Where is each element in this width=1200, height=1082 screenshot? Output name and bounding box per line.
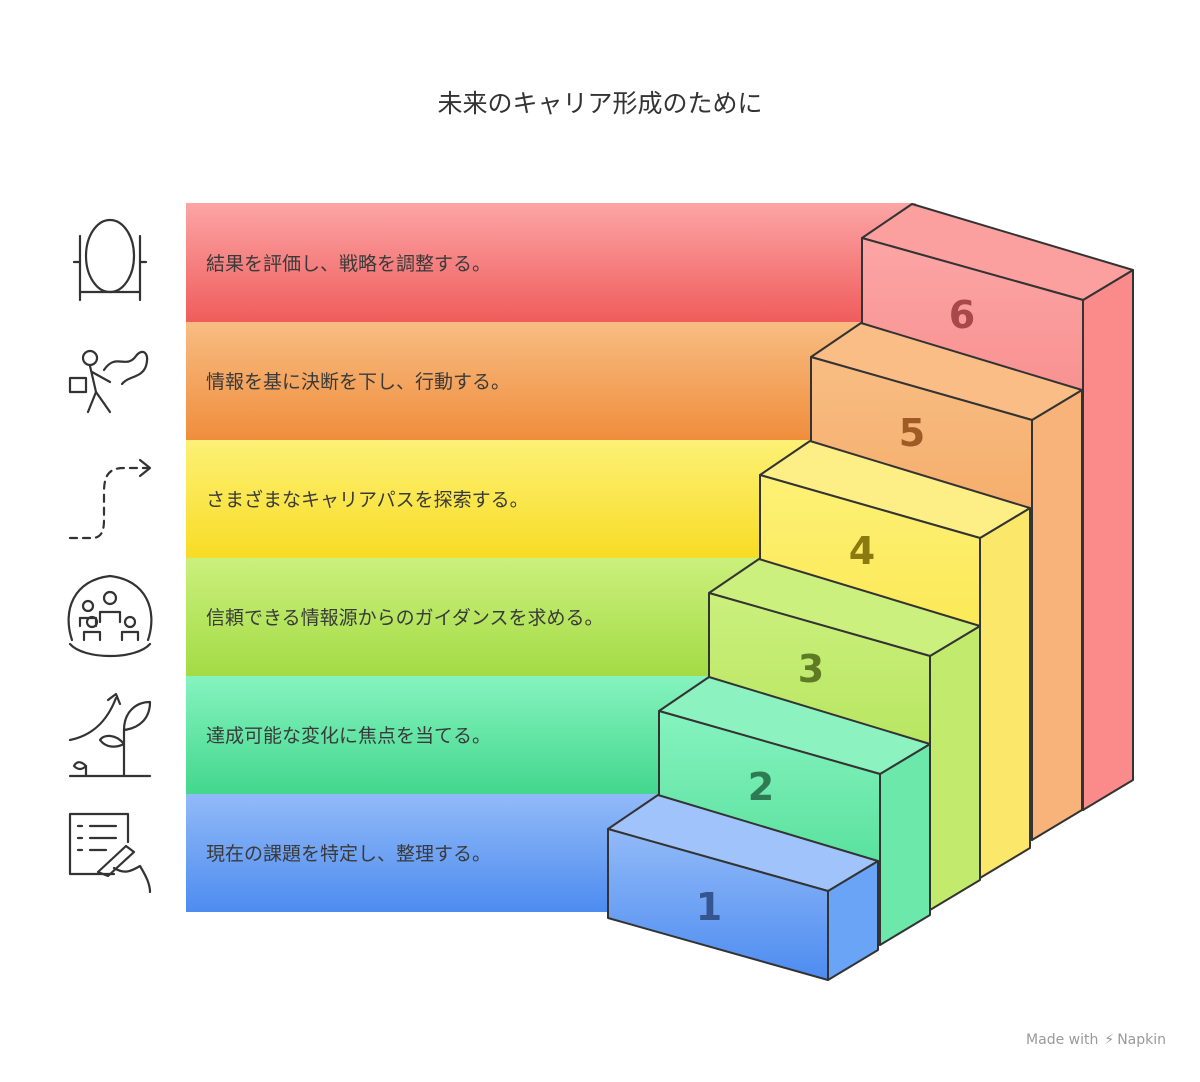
band-5: [186, 322, 866, 440]
step-3-number: 3: [798, 647, 824, 691]
step-4-number: 4: [849, 529, 875, 573]
band-3: [186, 558, 766, 676]
step-1-number: 1: [696, 885, 722, 929]
growing-plant-arrow-icon: [68, 692, 152, 778]
made-with-label: Made with: [1026, 1032, 1099, 1048]
napkin-brand: Napkin: [1117, 1032, 1166, 1048]
band-1: [186, 794, 666, 912]
step-2-text: 達成可能な変化に焦点を当てる。: [206, 725, 491, 747]
mirror-reflection-icon: [72, 218, 148, 302]
step-5-number: 5: [899, 411, 925, 455]
step-6-text: 結果を評価し、戦略を調整する。: [206, 253, 491, 275]
step-6-number: 6: [949, 293, 975, 337]
step-block-1: [607, 794, 879, 981]
band-6: [186, 203, 916, 322]
band-4: [186, 440, 816, 558]
step-4-text: さまざまなキャリアパスを探索する。: [206, 488, 529, 511]
footer-credit: Made with ⚡Napkin: [1026, 1032, 1166, 1048]
step-3-text: 信頼できる情報源からのガイダンスを求める。: [206, 607, 603, 629]
dashed-path-arrow-icon: [68, 458, 152, 540]
page-title: 未来のキャリア形成のために: [437, 89, 763, 118]
step-1-text: 現在の課題を特定し、整理する。: [206, 843, 491, 865]
step-5-text: 情報を基に決断を下し、行動する。: [206, 371, 510, 393]
checklist-writing-hand-icon: [68, 812, 152, 894]
band-2: [186, 676, 716, 794]
napkin-logo-icon: ⚡: [1104, 1032, 1115, 1048]
person-running-path-icon: [68, 349, 149, 414]
people-group-icon: [67, 574, 153, 658]
step-2-number: 2: [748, 765, 774, 809]
